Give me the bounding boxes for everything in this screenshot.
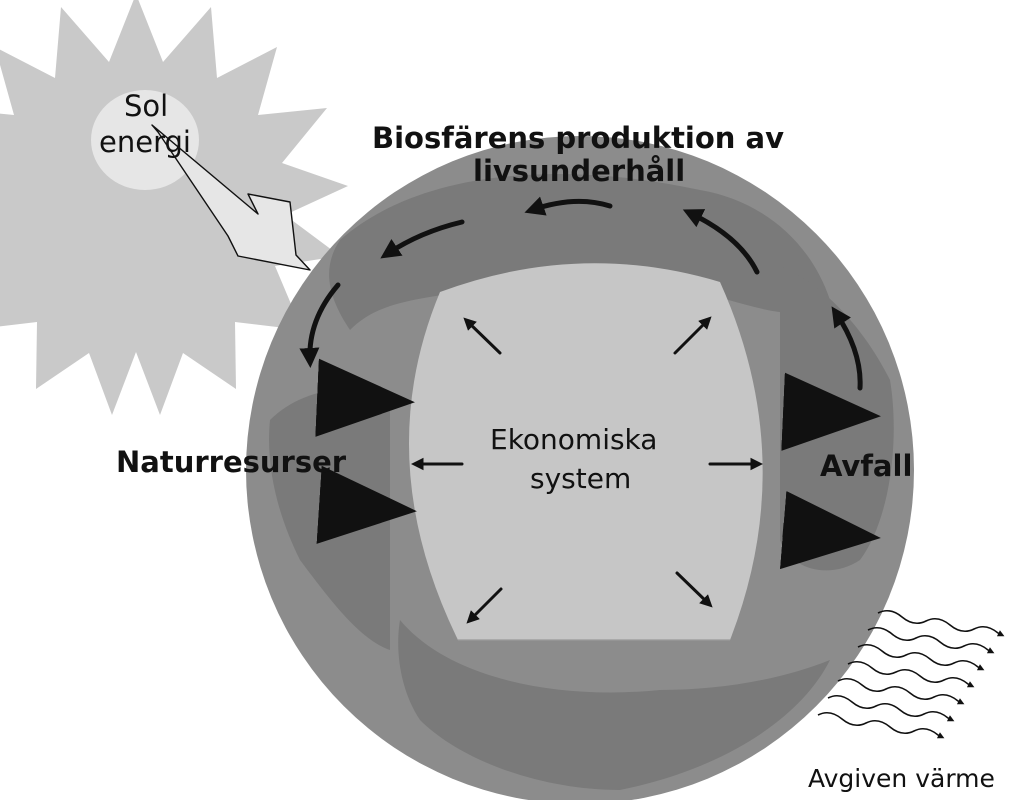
outflow-arrow-1 [781,372,881,451]
sun-label-line1: Sol [124,89,169,123]
heat-label: Avgiven värme [808,764,995,793]
inflow-arrow-1 [315,358,415,437]
resource-inflow-arrows [315,358,417,544]
sun-disc [91,90,199,190]
sun-icon [0,0,348,415]
solar-energy-arrow [151,124,311,271]
expand-arrow-ne [673,316,712,355]
expand-arrow-se [675,571,713,608]
biosphere-cycle-arrows-left [299,196,613,368]
economic-system-line2: system [530,462,632,495]
waste-label: Avfall [820,449,913,483]
cycle-arrow-4 [682,209,760,275]
natural-resources-label: Naturresurser [116,445,347,479]
inflow-arrow-2 [316,465,417,544]
expand-arrow-sw [466,587,503,624]
sun-rays [0,0,348,415]
sun-label-line2: energi [99,125,191,159]
globe-island [560,696,605,730]
biosphere-title-line1: Biosfärens produktion av [372,121,785,155]
biosphere-title-line2: livsunderhåll [473,154,686,188]
waste-outflow-arrows [779,372,881,570]
economic-expansion-arrows [410,316,764,624]
globe-land-south [398,620,830,790]
economic-core [408,263,763,640]
cycle-arrow-1 [524,196,613,216]
cycle-arrow-3 [299,282,341,368]
expand-arrow-nw [463,317,502,355]
globe-icon [246,136,914,800]
outflow-arrow-2 [779,490,881,570]
economic-system-line1: Ekonomiska [490,423,658,456]
heat-wave-arrows-icon [817,609,1005,739]
cycle-arrow-2 [380,219,465,259]
